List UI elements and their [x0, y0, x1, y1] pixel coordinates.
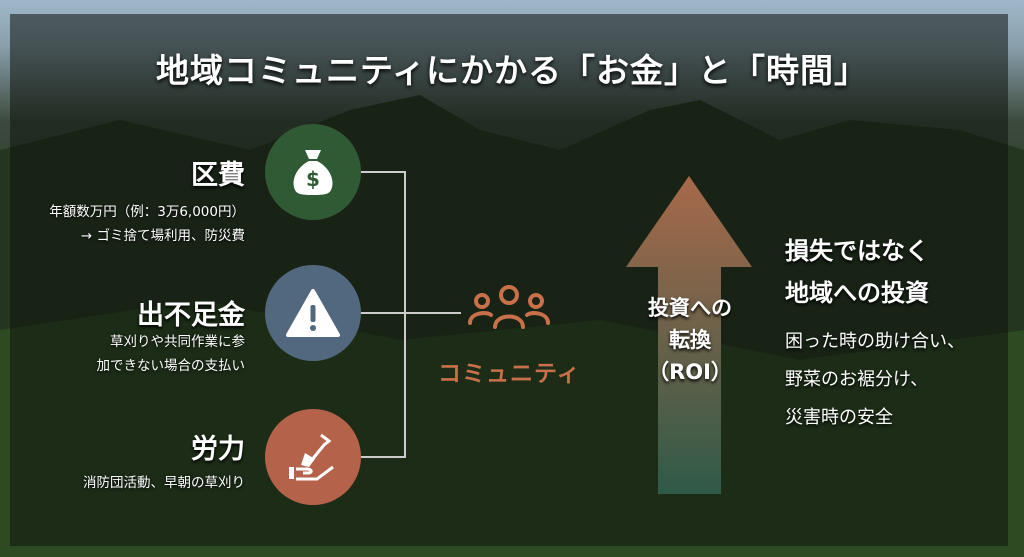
- heading-line: 地域への投資: [785, 279, 929, 307]
- arrow-label-line: 投資への: [648, 296, 732, 320]
- desc-line: → ゴミ捨て場利用、防災費: [80, 228, 245, 244]
- arrow-label: 投資への 転換 （ROI）: [626, 292, 754, 388]
- slide-title: 地域コミュニティにかかる「お金」と「時間」: [155, 51, 869, 90]
- item-label-rouryoku: 労力: [191, 434, 245, 465]
- overlay-panel: [10, 14, 1008, 546]
- body-line: 困った時の助け合い、: [785, 331, 965, 352]
- connector-line: [361, 171, 405, 173]
- item-label-debusokukin: 出不足金: [137, 300, 245, 331]
- desc-line: 年額数万円（例：3万6,000円）: [49, 204, 245, 220]
- right-heading: 損失ではなく 地域への投資: [785, 230, 929, 314]
- connector-line: [361, 312, 461, 314]
- item-desc-kuhi: 年額数万円（例：3万6,000円） → ゴミ捨て場利用、防災費: [49, 200, 245, 248]
- svg-text:$: $: [306, 167, 320, 191]
- arrow-label-line: （ROI）: [648, 360, 732, 384]
- warning-icon: [265, 265, 361, 361]
- item-desc-rouryoku: 消防団活動、早朝の草刈り: [83, 471, 245, 495]
- community-label: コミュニティ: [438, 361, 581, 387]
- desc-line: 草刈りや共同作業に参: [110, 334, 245, 350]
- arrow-label-line: 転換: [669, 328, 711, 352]
- item-desc-debusokukin: 草刈りや共同作業に参 加できない場合の支払い: [97, 330, 246, 378]
- heading-line: 損失ではなく: [785, 237, 929, 265]
- hand-shovel-icon: [265, 409, 361, 505]
- desc-line: 消防団活動、早朝の草刈り: [83, 475, 245, 491]
- body-line: 野菜のお裾分け、: [785, 369, 929, 390]
- connector-line: [404, 171, 406, 458]
- investment-arrow: [626, 176, 752, 494]
- people-group-icon: [466, 283, 552, 339]
- item-label-kuhi: 区費: [191, 160, 245, 191]
- body-line: 災害時の安全: [785, 407, 893, 428]
- right-body: 困った時の助け合い、 野菜のお裾分け、 災害時の安全: [785, 323, 965, 437]
- connector-line: [361, 456, 405, 458]
- money-bag-icon: $: [265, 124, 361, 220]
- desc-line: 加できない場合の支払い: [96, 358, 246, 374]
